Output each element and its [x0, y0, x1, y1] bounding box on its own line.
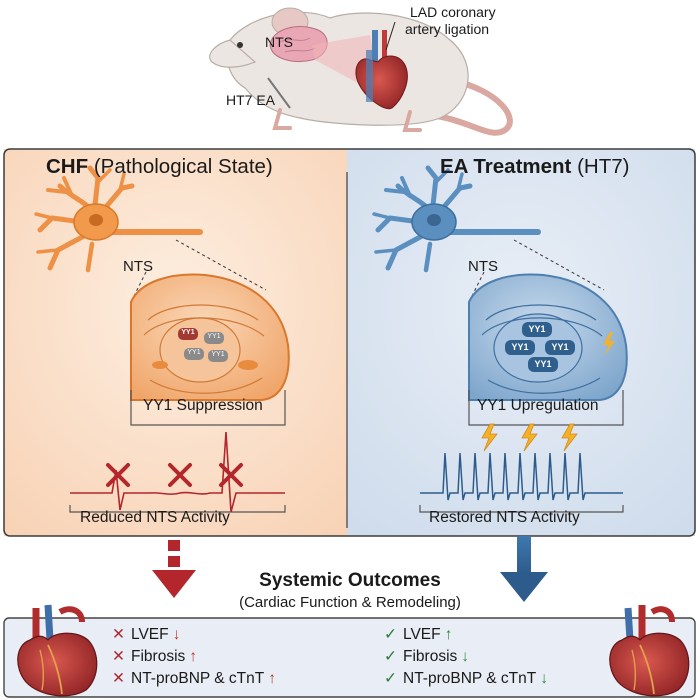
- left-neuron-nucleus: [89, 214, 103, 226]
- left-outcome-item: ✕ Fibrosis↑: [112, 646, 276, 668]
- left-panel-title: CHF (Pathological State): [46, 155, 273, 179]
- outcomes-box: [3, 617, 696, 698]
- right-yy1-3: YY1: [551, 342, 569, 352]
- right-activity-label: Restored NTS Activity: [429, 509, 580, 526]
- left-heart-illustration: [17, 604, 98, 697]
- left-outcome-item: ✕ LVEF↓: [112, 624, 276, 646]
- right-outcome-text: NT-proBNP & cTnT: [403, 670, 537, 687]
- right-outcome-item: ✓ NT-proBNP & cTnT↓: [384, 668, 548, 690]
- left-activity-trace: [69, 431, 286, 513]
- left-nts-label: NTS: [123, 258, 153, 275]
- right-outcome-text: Fibrosis: [403, 648, 458, 665]
- arrow-up-icon: ↑: [268, 670, 276, 687]
- left-outcome-text: LVEF: [131, 626, 169, 643]
- left-dashed-arrow: [152, 540, 196, 598]
- left-yy1-grey-3: YY1: [211, 351, 225, 358]
- right-outcome-list: ✓LVEF↑✓Fibrosis↓✓NT-proBNP & cTnT↓: [384, 624, 548, 690]
- right-heart-illustration: [609, 605, 690, 697]
- right-panel-title: EA Treatment (HT7): [440, 155, 629, 179]
- left-outcome-text: Fibrosis: [131, 648, 186, 665]
- left-outcome-text: NT-proBNP & cTnT: [131, 670, 265, 687]
- left-zoom-callout: [130, 239, 290, 426]
- arrow-down-icon: ↓: [540, 670, 548, 687]
- lad-label-line2: artery ligation: [405, 21, 490, 37]
- cross-icon: ✕: [112, 648, 125, 665]
- right-activity-trace: [419, 423, 624, 513]
- right-nts-label: NTS: [468, 258, 498, 275]
- right-zoom-callout: [468, 239, 628, 426]
- left-yy1-grey-2: YY1: [187, 349, 201, 356]
- right-neuron-nucleus: [427, 214, 441, 226]
- arrow-up-icon: ↑: [444, 626, 453, 643]
- left-title-bold: CHF: [46, 155, 89, 178]
- ea-label: HT7 EA: [226, 92, 276, 108]
- outcomes-title: Systemic Outcomes: [259, 570, 441, 591]
- left-state-label: YY1 Suppression: [143, 397, 263, 414]
- right-yy1-4: YY1: [534, 359, 552, 369]
- left-outcome-list: ✕LVEF↓✕Fibrosis↑✕NT-proBNP & cTnT↑: [112, 624, 276, 690]
- right-state-label: YY1 Upregulation: [477, 397, 599, 414]
- right-yy1-1: YY1: [528, 324, 546, 334]
- check-icon: ✓: [384, 626, 397, 643]
- cross-icon: ✕: [112, 670, 125, 687]
- arrow-down-icon: ↓: [172, 626, 181, 643]
- check-icon: ✓: [384, 670, 397, 687]
- left-activity-label: Reduced NTS Activity: [80, 509, 230, 526]
- arrow-up-icon: ↑: [189, 648, 198, 665]
- top-nts-label: NTS: [265, 34, 293, 50]
- arrow-down-icon: ↓: [461, 648, 470, 665]
- left-title-rest: (Pathological State): [88, 155, 273, 178]
- right-title-rest: (HT7): [571, 155, 630, 178]
- left-yy1-grey-1: YY1: [207, 333, 221, 340]
- right-outcome-item: ✓ Fibrosis↓: [384, 646, 548, 668]
- cross-icon: ✕: [112, 626, 125, 643]
- check-icon: ✓: [384, 648, 397, 665]
- right-solid-arrow: [500, 536, 548, 602]
- left-yy1-label: YY1: [181, 329, 195, 336]
- left-outcome-item: ✕ NT-proBNP & cTnT↑: [112, 668, 276, 690]
- outcomes-subtitle: (Cardiac Function & Remodeling): [239, 594, 461, 611]
- left-neuron: [34, 165, 203, 273]
- right-yy1-2: YY1: [511, 342, 529, 352]
- rat-illustration: [209, 7, 513, 136]
- right-title-bold: EA Treatment: [440, 155, 572, 178]
- right-outcome-item: ✓ LVEF↑: [384, 624, 548, 646]
- lad-label-line1: LAD coronary: [410, 4, 496, 20]
- right-outcome-text: LVEF: [403, 626, 441, 643]
